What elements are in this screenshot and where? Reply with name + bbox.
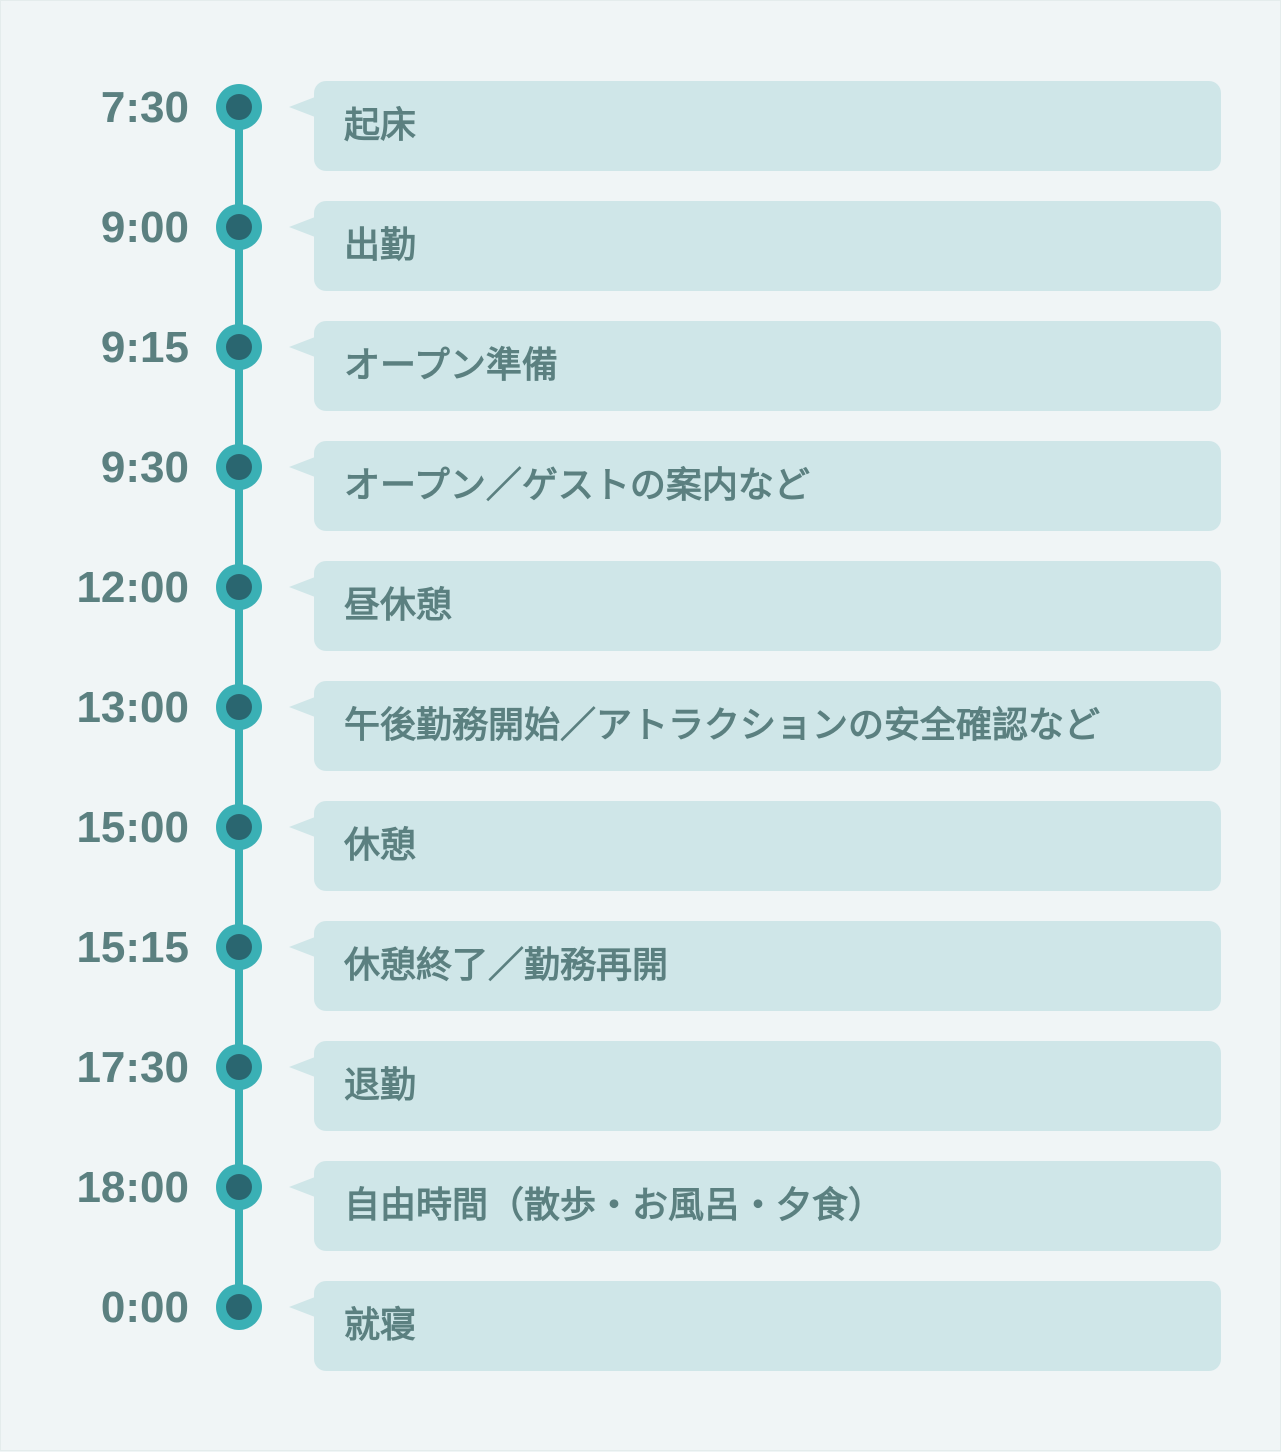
bubble-pointer bbox=[289, 1057, 315, 1077]
bubble-pointer bbox=[289, 1297, 315, 1317]
schedule-row: 12:00 昼休憩 bbox=[1, 561, 1281, 651]
bubble-pointer bbox=[289, 97, 315, 117]
timeline-dot-icon bbox=[216, 204, 262, 250]
timeline-dot-icon bbox=[216, 1284, 262, 1330]
timeline-dot-icon bbox=[216, 84, 262, 130]
bubble-pointer bbox=[289, 937, 315, 957]
schedule-row: 7:30 起床 bbox=[1, 81, 1281, 171]
activity-label: 出勤 bbox=[344, 225, 417, 266]
timeline-dot-icon bbox=[216, 684, 262, 730]
timeline-dot-icon bbox=[216, 924, 262, 970]
time-label: 9:30 bbox=[100, 443, 189, 492]
timeline-dot-icon bbox=[216, 804, 262, 850]
schedule-row: 9:30 オープン／ゲストの案内など bbox=[1, 441, 1281, 531]
activity-label: 退勤 bbox=[344, 1065, 417, 1106]
schedule-row: 15:00 休憩 bbox=[1, 801, 1281, 891]
time-label: 12:00 bbox=[76, 563, 189, 612]
timeline-dot-icon bbox=[216, 324, 262, 370]
activity-label: 就寝 bbox=[344, 1305, 417, 1346]
schedule-row: 9:15 オープン準備 bbox=[1, 321, 1281, 411]
bubble-pointer bbox=[289, 337, 315, 357]
activity-bubble: 就寝 bbox=[314, 1281, 1221, 1371]
time-label: 13:00 bbox=[76, 683, 189, 732]
activity-bubble: 出勤 bbox=[314, 201, 1221, 291]
activity-label: 休憩終了／勤務再開 bbox=[344, 945, 669, 986]
timeline-dot-icon bbox=[216, 1044, 262, 1090]
activity-label: オープン／ゲストの案内など bbox=[344, 465, 810, 506]
timeline-dot-icon bbox=[216, 444, 262, 490]
activity-label: オープン準備 bbox=[344, 345, 558, 386]
activity-label: 起床 bbox=[344, 105, 417, 146]
time-label: 18:00 bbox=[76, 1163, 189, 1212]
schedule-row: 9:00 出勤 bbox=[1, 201, 1281, 291]
time-label: 0:00 bbox=[100, 1283, 189, 1332]
activity-label: 午後勤務開始／アトラクションの安全確認など bbox=[344, 705, 1101, 746]
activity-bubble: 退勤 bbox=[314, 1041, 1221, 1131]
time-label: 9:15 bbox=[100, 323, 189, 372]
bubble-pointer bbox=[289, 457, 315, 477]
time-label: 7:30 bbox=[100, 83, 189, 132]
activity-bubble: 休憩終了／勤務再開 bbox=[314, 921, 1221, 1011]
bubble-pointer bbox=[289, 577, 315, 597]
activity-bubble: 昼休憩 bbox=[314, 561, 1221, 651]
activity-bubble: 休憩 bbox=[314, 801, 1221, 891]
timeline-dot-icon bbox=[216, 1164, 262, 1210]
activity-bubble: 起床 bbox=[314, 81, 1221, 171]
activity-bubble: 午後勤務開始／アトラクションの安全確認など bbox=[314, 681, 1221, 771]
bubble-pointer bbox=[289, 217, 315, 237]
time-label: 9:00 bbox=[100, 203, 189, 252]
bubble-pointer bbox=[289, 697, 315, 717]
schedule-row: 17:30 退勤 bbox=[1, 1041, 1281, 1131]
schedule-row: 0:00 就寝 bbox=[1, 1281, 1281, 1371]
time-label: 15:15 bbox=[76, 923, 189, 972]
schedule-row: 18:00 自由時間（散歩・お風呂・夕食） bbox=[1, 1161, 1281, 1251]
time-label: 15:00 bbox=[76, 803, 189, 852]
schedule-row: 15:15 休憩終了／勤務再開 bbox=[1, 921, 1281, 1011]
activity-label: 自由時間（散歩・お風呂・夕食） bbox=[344, 1185, 885, 1226]
activity-label: 休憩 bbox=[344, 825, 417, 866]
timeline-dot-icon bbox=[216, 564, 262, 610]
activity-bubble: オープン／ゲストの案内など bbox=[314, 441, 1221, 531]
bubble-pointer bbox=[289, 1177, 315, 1197]
bubble-pointer bbox=[289, 817, 315, 837]
activity-label: 昼休憩 bbox=[344, 585, 453, 626]
time-label: 17:30 bbox=[76, 1043, 189, 1092]
activity-bubble: オープン準備 bbox=[314, 321, 1221, 411]
activity-bubble: 自由時間（散歩・お風呂・夕食） bbox=[314, 1161, 1221, 1251]
schedule-row: 13:00 午後勤務開始／アトラクションの安全確認など bbox=[1, 681, 1281, 771]
